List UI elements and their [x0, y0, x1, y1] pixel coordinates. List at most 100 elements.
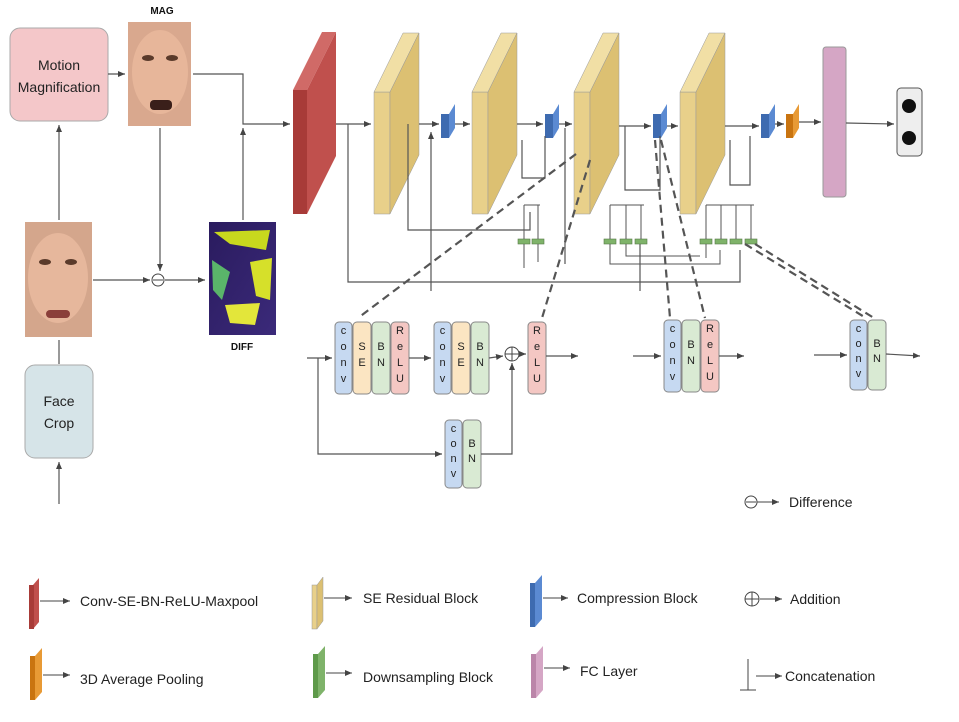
- detail-block-conv-2: c o n v: [433, 321, 452, 395]
- svg-text:B: B: [468, 438, 475, 450]
- downsampling-connections: [523, 204, 754, 268]
- svg-text:e: e: [534, 341, 540, 353]
- mag-face-image: MAG: [128, 6, 191, 126]
- svg-text:U: U: [533, 373, 541, 385]
- avg-pooling-block: [786, 104, 799, 138]
- legend-downsampling: Downsampling Block: [313, 646, 494, 698]
- svg-text:n: n: [439, 357, 445, 369]
- diff-label: DIFF: [231, 342, 253, 353]
- compression-block-4: [761, 104, 775, 138]
- svg-text:n: n: [450, 453, 456, 465]
- compression-block-1: [441, 104, 455, 138]
- detail-block-bn-3: B N: [681, 319, 701, 393]
- addition-operator-icon: [504, 346, 520, 362]
- detail-block-se-2: S E: [451, 321, 471, 395]
- svg-text:N: N: [873, 353, 881, 365]
- compression-block-3: [653, 104, 667, 138]
- detail-block-se-1: S E: [352, 321, 372, 395]
- svg-text:o: o: [439, 341, 445, 353]
- detail-block-conv-shortcut: c o n v: [444, 419, 463, 489]
- detail-block-relu-1: R e L U: [390, 321, 410, 395]
- svg-text:v: v: [670, 371, 676, 383]
- svg-text:o: o: [340, 341, 346, 353]
- detail-block-bn-4: B N: [867, 319, 887, 391]
- svg-text:c: c: [451, 423, 457, 435]
- svg-text:N: N: [377, 357, 385, 369]
- svg-text:n: n: [340, 357, 346, 369]
- svg-text:L: L: [707, 355, 713, 367]
- legend-fc-layer: FC Layer: [531, 646, 638, 698]
- svg-text:R: R: [706, 323, 714, 335]
- se-residual-block-4: [679, 32, 726, 215]
- face-crop-label-1: Face: [43, 393, 74, 409]
- detail-block-conv-1: c o n v: [334, 321, 353, 395]
- conv-se-block: [293, 32, 336, 214]
- se-residual-block-2: [471, 32, 518, 215]
- legend-conv-se: Conv-SE-BN-ReLU-Maxpool: [29, 578, 258, 629]
- face-crop-box: Face Crop: [24, 364, 94, 459]
- legend-se-residual-label: SE Residual Block: [363, 590, 479, 606]
- output-icon: [896, 87, 923, 157]
- svg-text:v: v: [856, 368, 862, 380]
- svg-text:v: v: [341, 373, 347, 385]
- se-residual-block-3: [573, 32, 620, 215]
- svg-text:N: N: [687, 355, 695, 367]
- legend-compression-label: Compression Block: [577, 590, 699, 606]
- detail-block-bn-2: B N: [470, 321, 490, 395]
- legend-addition: Addition: [744, 591, 841, 607]
- detail-block-conv-4: c o n v: [849, 319, 868, 391]
- svg-text:e: e: [707, 339, 713, 351]
- detail-connections: [307, 351, 921, 457]
- se-residual-block-1: [373, 32, 420, 215]
- detail-block-relu-3: R e L U: [700, 319, 720, 393]
- legend-avg-pool-label: 3D Average Pooling: [80, 671, 204, 687]
- compression-block-2: [545, 104, 559, 138]
- fc-layer-block: [822, 46, 847, 198]
- detail-block-relu-2: R e L U: [527, 321, 547, 395]
- legend-difference: Difference: [744, 494, 853, 510]
- svg-text:R: R: [533, 325, 541, 337]
- downsampling-blocks: [517, 238, 758, 245]
- svg-text:c: c: [856, 323, 862, 335]
- motion-magnification-box: Motion Magnification: [9, 27, 109, 122]
- svg-text:N: N: [476, 357, 484, 369]
- legend-downsampling-label: Downsampling Block: [363, 669, 494, 685]
- legend-avg-pool: 3D Average Pooling: [30, 648, 204, 700]
- svg-text:n: n: [669, 355, 675, 367]
- svg-text:o: o: [669, 339, 675, 351]
- diff-image: DIFF: [209, 222, 276, 353]
- legend-concatenation: Concatenation: [740, 659, 875, 691]
- detail-block-bn-1: B N: [371, 321, 391, 395]
- legend-fc-layer-label: FC Layer: [580, 663, 638, 679]
- motion-magnification-label-2: Magnification: [18, 79, 101, 95]
- detail-block-conv-3: c o n v: [663, 319, 682, 393]
- svg-text:L: L: [397, 357, 403, 369]
- legend-compression: Compression Block: [530, 575, 699, 627]
- legend-conv-se-label: Conv-SE-BN-ReLU-Maxpool: [80, 593, 258, 609]
- input-connections: [56, 71, 290, 504]
- svg-text:E: E: [358, 357, 365, 369]
- expansion-dashed-lines: [357, 139, 875, 319]
- original-face-image: [25, 222, 92, 337]
- svg-text:c: c: [341, 325, 347, 337]
- svg-text:U: U: [706, 371, 714, 383]
- face-crop-label-2: Crop: [44, 415, 75, 431]
- svg-text:U: U: [396, 373, 404, 385]
- svg-text:B: B: [476, 341, 483, 353]
- svg-text:R: R: [396, 325, 404, 337]
- svg-text:e: e: [397, 341, 403, 353]
- legend-concatenation-label: Concatenation: [785, 668, 875, 684]
- svg-text:B: B: [873, 338, 880, 350]
- svg-text:o: o: [855, 338, 861, 350]
- svg-text:N: N: [468, 453, 476, 465]
- legend-addition-label: Addition: [790, 591, 841, 607]
- svg-text:S: S: [358, 341, 365, 353]
- detail-block-bn-shortcut: B N: [462, 419, 482, 489]
- svg-text:L: L: [534, 357, 540, 369]
- svg-text:o: o: [450, 438, 456, 450]
- svg-text:E: E: [457, 357, 464, 369]
- difference-operator-icon: [151, 273, 165, 287]
- motion-magnification-label-1: Motion: [38, 57, 80, 73]
- svg-text:v: v: [451, 468, 457, 480]
